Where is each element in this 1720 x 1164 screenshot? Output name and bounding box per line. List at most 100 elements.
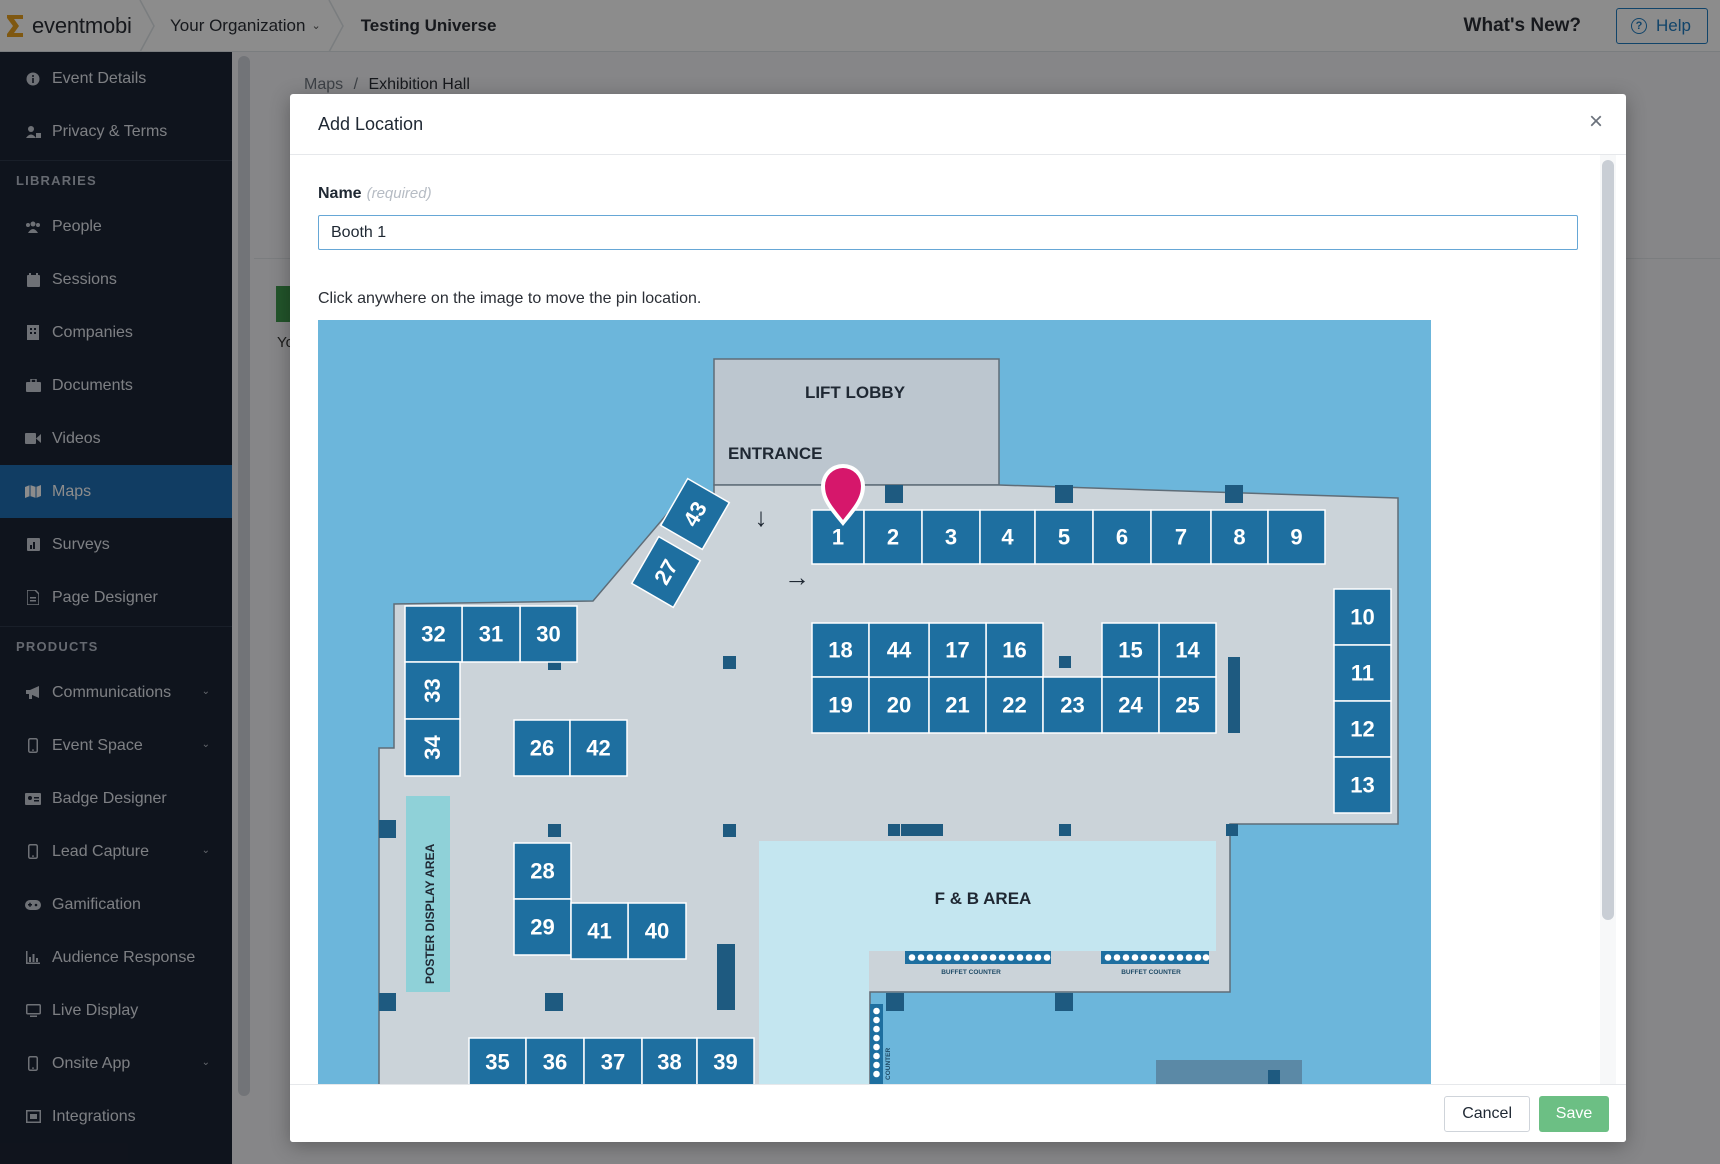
sidebar-item-privacy-terms[interactable]: Privacy & Terms [0,105,232,158]
sidebar-item-event-space[interactable]: Event Space ⌄ [0,719,232,772]
booth-number: 5 [1058,525,1070,550]
lift-lobby-area [713,358,1000,486]
sidebar-item-onsite-app[interactable]: Onsite App ⌄ [0,1037,232,1090]
booth-37[interactable]: 37 [583,1037,643,1084]
whats-new-link[interactable]: What's New? [1463,15,1582,36]
booth-12[interactable]: 12 [1333,700,1392,758]
sidebar-item-lead-capture[interactable]: Lead Capture ⌄ [0,825,232,878]
floor-map-image[interactable]: BUFFET COUNTER BUFFET COUNTER COUNTER LI… [318,320,1431,1084]
booth-15[interactable]: 15 [1101,622,1160,678]
booth-27[interactable]: 27 [630,535,702,609]
booth-35[interactable]: 35 [468,1037,527,1084]
booth-28[interactable]: 28 [513,842,572,900]
booth-21[interactable]: 21 [928,676,987,734]
booth-19[interactable]: 19 [811,676,870,734]
pillars [379,485,1280,1084]
booth-25[interactable]: 25 [1158,676,1217,734]
cancel-button[interactable]: Cancel [1444,1096,1530,1132]
floor-map[interactable]: BUFFET COUNTER BUFFET COUNTER COUNTER LI… [318,320,1431,1084]
booth-10[interactable]: 10 [1333,588,1392,646]
page-partial-text: Yo [277,334,294,351]
sidebar-item-companies[interactable]: Companies [0,306,232,359]
sidebar-item-label: Event Space [52,736,143,754]
booth-5[interactable]: 5 [1034,509,1094,565]
booth-number: 8 [1233,525,1245,550]
breadcrumb-maps-link[interactable]: Maps [304,76,344,93]
sidebar-item-gamification[interactable]: Gamification [0,878,232,931]
page-scrollbar[interactable] [238,56,250,1096]
booth-30[interactable]: 30 [519,605,578,663]
booth-22[interactable]: 22 [985,676,1044,734]
booth-6[interactable]: 6 [1092,509,1152,565]
sidebar-item-sessions[interactable]: Sessions [0,253,232,306]
chevron-down-icon[interactable]: ⌄ [201,1057,210,1068]
modal-header: Add Location [290,94,1626,155]
sidebar-item-live-display[interactable]: Live Display [0,984,232,1037]
booth-4[interactable]: 4 [979,509,1036,565]
sidebar-item-maps[interactable]: Maps [0,465,232,518]
booth-17[interactable]: 17 [928,622,987,678]
booth-34[interactable]: 34 [404,718,461,777]
booth-13[interactable]: 13 [1333,756,1392,814]
booth-number: 38 [657,1050,681,1075]
booth-18[interactable]: 18 [811,622,870,678]
page-green-button[interactable] [276,286,290,322]
booth-14[interactable]: 14 [1158,622,1217,678]
video-icon [25,431,41,447]
event-name[interactable]: Testing Universe [360,15,497,35]
booth-36[interactable]: 36 [525,1037,585,1084]
booth-41[interactable]: 41 [570,902,629,960]
sidebar-item-badge-designer[interactable]: Badge Designer [0,772,232,825]
sidebar-item-event-details[interactable]: Event Details [0,52,232,105]
sidebar-item-audience-response[interactable]: Audience Response [0,931,232,984]
sidebar-item-label: Lead Capture [52,842,149,860]
booth-44[interactable]: 44 [868,622,930,678]
sidebar-item-people[interactable]: People [0,200,232,253]
sidebar-item-videos[interactable]: Videos [0,412,232,465]
booth-24[interactable]: 24 [1101,676,1160,734]
booth-number: 18 [828,638,852,663]
booth-20[interactable]: 20 [868,676,930,734]
booth-9[interactable]: 9 [1267,509,1326,565]
close-icon[interactable]: × [1588,108,1603,135]
booth-26[interactable]: 26 [513,719,571,777]
sidebar-item-integrations[interactable]: Integrations [0,1090,232,1143]
booth-39[interactable]: 39 [696,1037,755,1084]
fb-area-extension [759,841,869,1084]
booth-42[interactable]: 42 [569,719,628,777]
booth-7[interactable]: 7 [1150,509,1212,565]
booth-11[interactable]: 11 [1333,644,1392,702]
booth-40[interactable]: 40 [627,902,687,960]
booth-43[interactable]: 43 [659,477,731,551]
chevron-down-icon[interactable]: ⌄ [201,686,210,697]
booth-31[interactable]: 31 [461,605,521,663]
chevron-down-icon[interactable]: ⌄ [201,845,210,856]
breadcrumb: Maps / Exhibition Hall [304,76,470,94]
sidebar-item-surveys[interactable]: Surveys [0,518,232,571]
sidebar-item-page-designer[interactable]: Page Designer [0,571,232,624]
sidebar-item-documents[interactable]: Documents [0,359,232,412]
booth-number: 24 [1118,693,1143,718]
booth-29[interactable]: 29 [513,898,572,956]
sidebar-item-communications[interactable]: Communications ⌄ [0,666,232,719]
modal-scrollbar[interactable] [1602,160,1614,920]
save-button[interactable]: Save [1539,1096,1609,1132]
booth-number: 42 [586,736,610,761]
booth-16[interactable]: 16 [985,622,1044,678]
booth-2[interactable]: 2 [863,509,923,565]
name-input[interactable] [318,215,1578,250]
booth-32[interactable]: 32 [404,605,463,663]
booth-3[interactable]: 3 [921,509,981,565]
location-pin-icon[interactable] [821,464,865,526]
booth-38[interactable]: 38 [641,1037,698,1084]
booth-23[interactable]: 23 [1042,676,1103,734]
booth-33[interactable]: 33 [404,661,461,720]
booth-8[interactable]: 8 [1210,509,1269,565]
help-button[interactable]: ? Help [1616,8,1708,44]
eventmobi-logo[interactable]: eventmobi [0,0,138,52]
chevron-down-icon[interactable]: ⌄ [201,739,210,750]
fb-area-label: F & B AREA [935,889,1032,908]
user-lock-icon [25,124,41,140]
organization-selector[interactable]: Your Organization ⌄ [156,0,327,52]
people-icon [25,219,41,235]
